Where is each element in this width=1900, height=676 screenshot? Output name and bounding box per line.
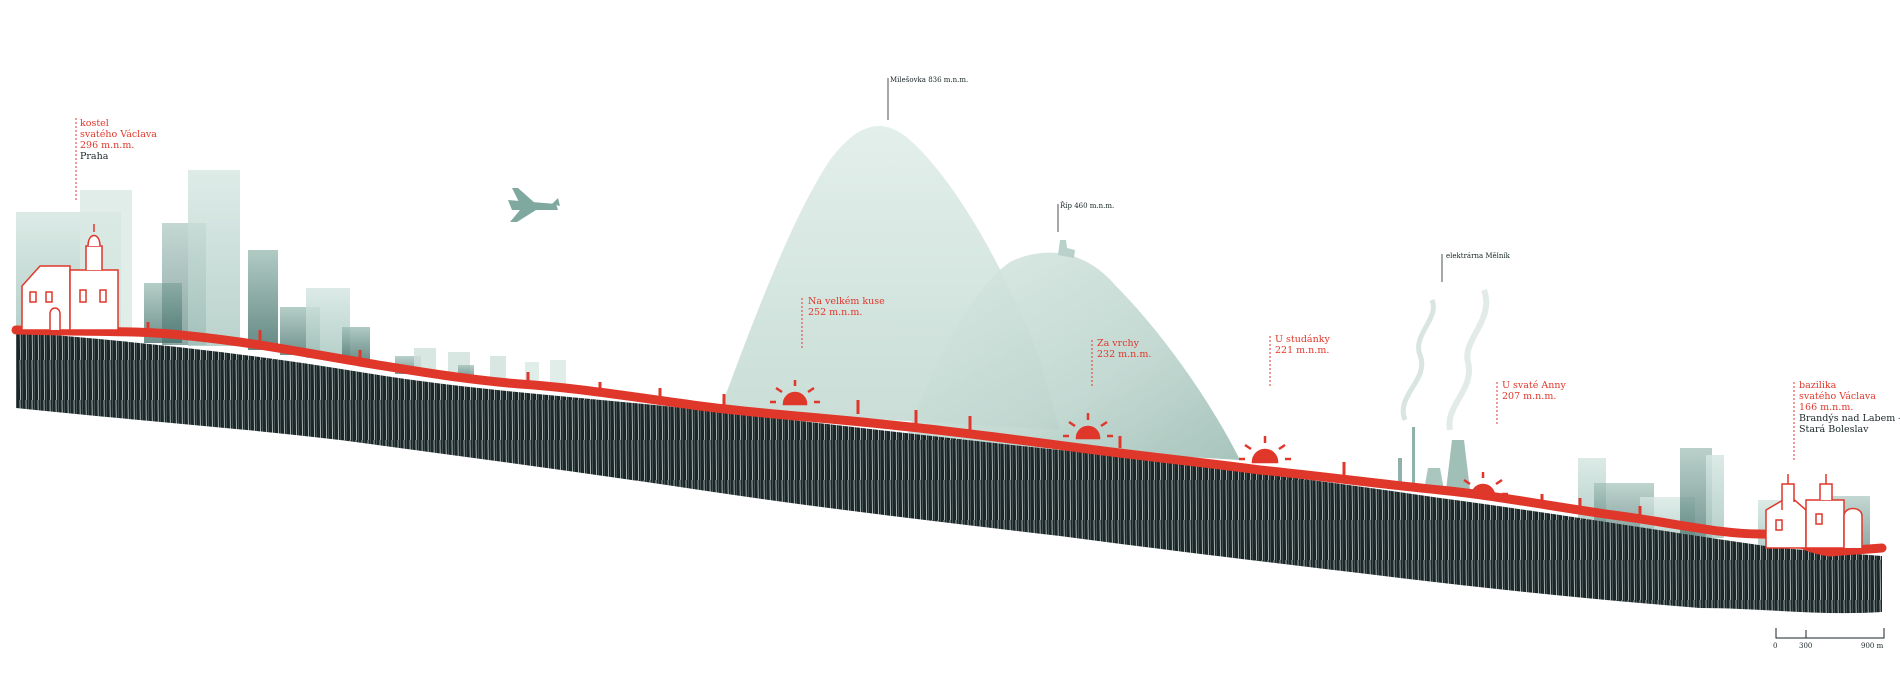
basilica-icon	[1765, 474, 1863, 549]
scale-tick-900: 900 m	[1861, 642, 1884, 650]
sun-marker-icon	[770, 380, 820, 406]
landmark-label-elektrarna: elektrárna Mělník	[1446, 252, 1510, 260]
sun-marker-icon	[1063, 413, 1113, 440]
place-label-u-studanky: U studánky 221 m.n.m.	[1275, 334, 1330, 356]
leader-lines	[75, 118, 1795, 460]
sun-marker-icon	[1239, 436, 1291, 464]
landmark-label-rip: Říp 460 m.n.m.	[1060, 202, 1115, 210]
place-label-u-svate-anny: U svaté Anny 207 m.n.m.	[1502, 380, 1566, 402]
rip-hill	[905, 240, 1240, 460]
sun-marker-icon	[1458, 472, 1508, 498]
power-plant-icon	[1398, 288, 1490, 490]
route-posts	[146, 322, 1642, 520]
church-icon	[21, 224, 119, 331]
route-line	[11, 325, 1887, 557]
place-label-brandys: bazilika svatého Václava 166 m.n.m. Bran…	[1799, 380, 1900, 435]
place-label-za-vrchy: Za vrchy 232 m.n.m.	[1097, 338, 1152, 360]
scale-tick-300: 300	[1799, 642, 1813, 650]
scale-bar[interactable]	[1775, 628, 1885, 639]
landmark-label-milesovka: Milešovka 836 m.n.m.	[890, 76, 969, 84]
landmark-lines	[887, 78, 1443, 282]
place-label-na-velkem-kuse: Na velkém kuse 252 m.n.m.	[808, 296, 885, 318]
scale-tick-0: 0	[1773, 642, 1778, 650]
airplane-icon	[508, 188, 560, 222]
ground-slab	[16, 332, 1882, 614]
place-label-praha: kostel svatého Václava 296 m.n.m. Praha	[80, 118, 157, 162]
